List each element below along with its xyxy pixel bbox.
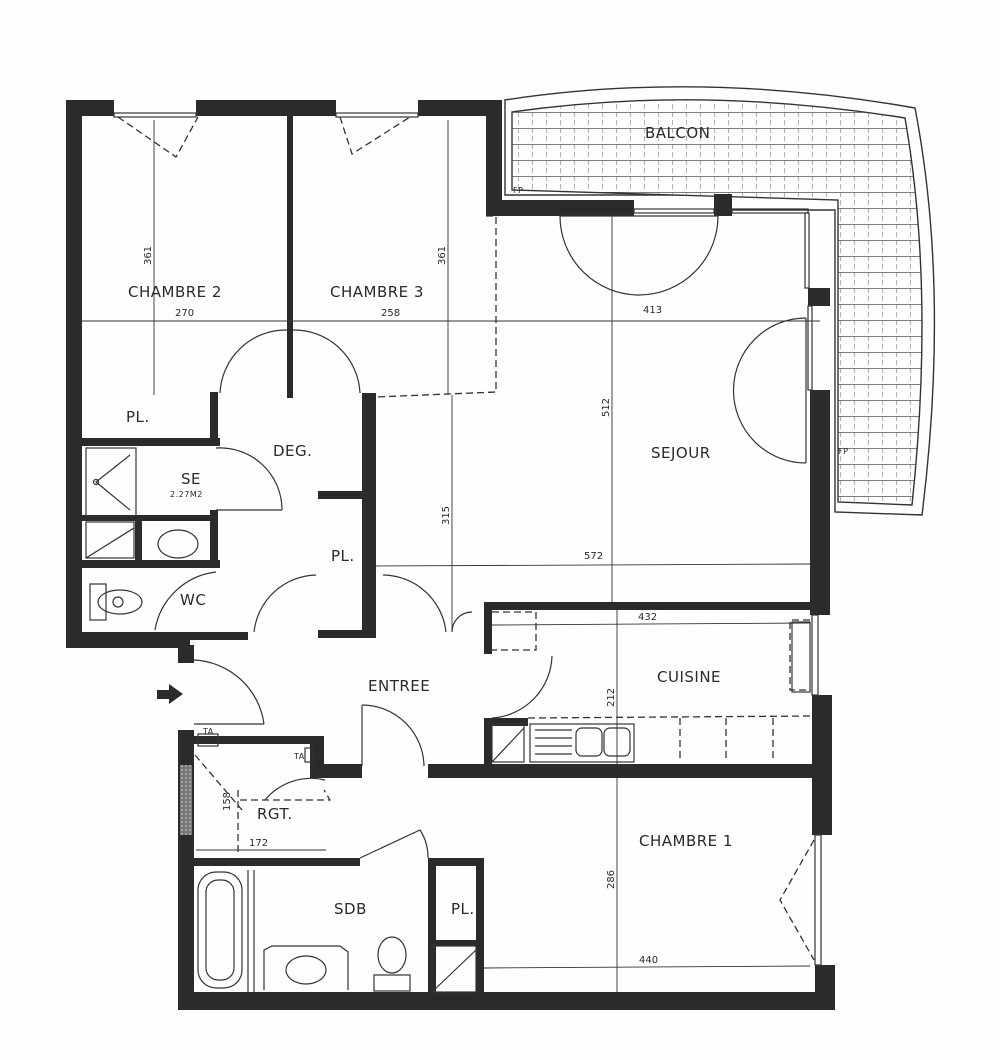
windows [113, 112, 822, 966]
dim-rgt-width: 172 [249, 838, 269, 849]
hatched-duct [180, 765, 192, 835]
dim-rgt-height: 158 [222, 791, 234, 812]
marker-ta-1: TA [203, 727, 214, 736]
marker-fp-2: FP [838, 447, 849, 456]
dashed-lines [117, 116, 815, 961]
shower-tray [85, 447, 137, 517]
room-label-entree: ENTREE [368, 677, 431, 695]
dim-chambre3-width: 258 [381, 308, 401, 319]
dim-chambre1-width: 440 [639, 955, 659, 966]
dim-cuisine-height: 212 [606, 687, 618, 708]
dim-chambre3-height: 361 [437, 245, 449, 266]
room-label-chambre2: CHAMBRE 2 [128, 283, 222, 301]
dim-sejour-width-top: 413 [643, 305, 663, 316]
room-label-wc: WC [180, 591, 207, 609]
room-label-cuisine: CUISINE [657, 668, 722, 686]
dim-chambre2-height: 361 [143, 245, 155, 266]
room-label-balcon: BALCON [645, 124, 711, 142]
dimension-lines [82, 120, 820, 992]
fixtures [85, 447, 811, 993]
room-label-chambre1: CHAMBRE 1 [639, 832, 733, 850]
door-swings [154, 215, 807, 859]
marker-fp-1: FP [513, 186, 524, 195]
room-label-sejour: SEJOUR [651, 444, 711, 462]
room-label-placard-1: PL. [126, 408, 150, 426]
room-label-placard-2: PL. [331, 547, 355, 565]
room-label-deg: DEG. [273, 442, 313, 460]
bathtub [197, 871, 243, 989]
dim-deg-height: 315 [441, 505, 453, 526]
room-label-chambre3: CHAMBRE 3 [330, 283, 424, 301]
marker-ta-2: TA [294, 752, 305, 761]
entry-arrow-icon [157, 684, 183, 704]
dim-chambre1-height: 286 [606, 869, 618, 890]
dim-chambre2-width: 270 [175, 308, 195, 319]
walls [66, 100, 835, 1010]
se-basin [157, 529, 199, 559]
room-area-se: 2.27M2 [170, 490, 203, 499]
balcony [504, 86, 936, 516]
dim-sejour-height: 512 [601, 397, 613, 418]
room-label-se: SE [181, 470, 201, 488]
room-label-sdb: SDB [334, 900, 367, 918]
wc-tank [89, 583, 107, 621]
room-label-rgt: RGT. [257, 805, 293, 823]
dim-cuisine-width: 432 [638, 612, 658, 623]
dim-sejour-width-full: 572 [584, 551, 604, 562]
room-label-placard-3: PL. [451, 900, 475, 918]
